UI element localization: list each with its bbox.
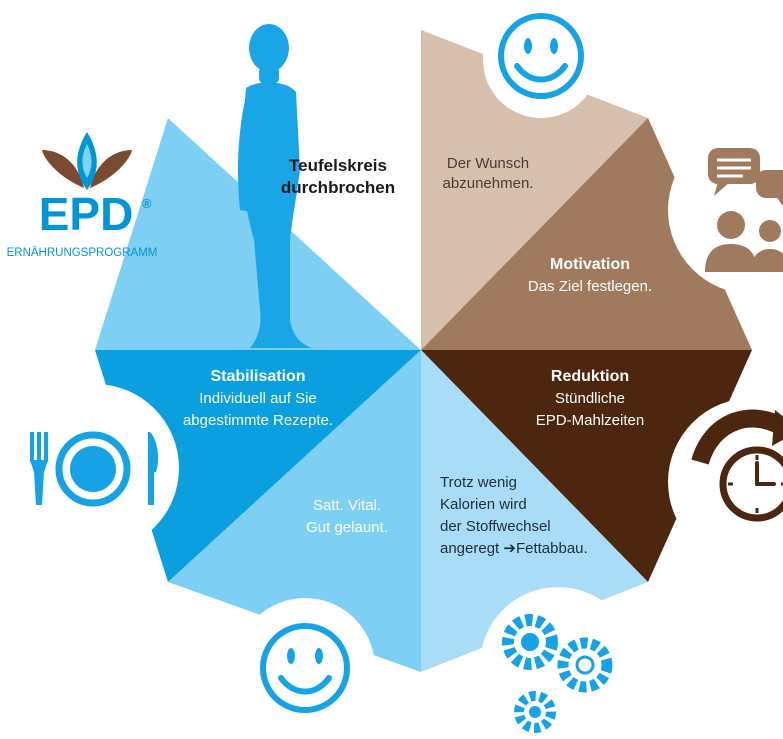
wish-text-line2: abzunehmen. xyxy=(443,175,534,192)
satt-text-line2: Gut gelaunt. xyxy=(306,519,388,536)
clock-arrow-icon xyxy=(668,398,783,566)
segment-reduktion xyxy=(421,350,752,582)
reduktion-text-line1: Stündliche xyxy=(555,390,625,407)
teufelskreis-title-line1: Teufelskreis xyxy=(289,156,387,175)
motivation-title: Motivation xyxy=(550,256,630,273)
segment-stabilisation xyxy=(95,350,421,582)
metabolism-text-line2: Kalorien wird xyxy=(440,496,527,513)
metabolism-text-line3: der Stoffwechsel xyxy=(440,518,551,535)
logo-flame-inner-icon xyxy=(82,144,92,178)
segment-satt xyxy=(168,350,421,672)
speech-bubble-people-icon xyxy=(668,126,783,294)
satt-text-line1: Satt. Vital. xyxy=(313,497,381,514)
human-silhouette-icon xyxy=(238,24,312,348)
logo-leaf-right-icon xyxy=(90,150,132,188)
motivation-text: Das Ziel festlegen. xyxy=(528,278,652,295)
logo-leaf-left-icon xyxy=(42,150,84,188)
plate-cutlery-icon xyxy=(11,384,179,552)
stabilisation-text-line2: abgestimmte Rezepte. xyxy=(183,412,333,429)
wish-text-line1: Der Wunsch xyxy=(447,155,529,172)
logo-registered-mark: ® xyxy=(142,196,152,211)
bottom-smiley-badge xyxy=(235,598,375,738)
epd-logo: EPD ® ERNÄHRUNGSPROGRAMM xyxy=(7,132,158,259)
stabilisation-title: Stabilisation xyxy=(210,368,305,385)
teufelskreis-title-line2: durchbrochen xyxy=(281,178,395,197)
logo-tagline: ERNÄHRUNGSPROGRAMM xyxy=(7,247,158,259)
top-smiley-badge xyxy=(483,2,599,118)
segment-metabolism xyxy=(421,350,648,672)
logo-brand: EPD xyxy=(39,188,134,240)
metabolism-text-line1: Trotz wenig xyxy=(440,474,517,491)
metabolism-text-line4: angeregt ➔Fettabbau. xyxy=(440,540,588,557)
reduktion-title: Reduktion xyxy=(551,368,629,385)
stabilisation-text-line1: Individuell auf Sie xyxy=(199,390,317,407)
segment-motivation xyxy=(421,118,752,350)
gears-icon xyxy=(480,587,636,739)
segment-wish xyxy=(421,30,648,350)
reduktion-text-line2: EPD-Mahlzeiten xyxy=(536,412,644,429)
